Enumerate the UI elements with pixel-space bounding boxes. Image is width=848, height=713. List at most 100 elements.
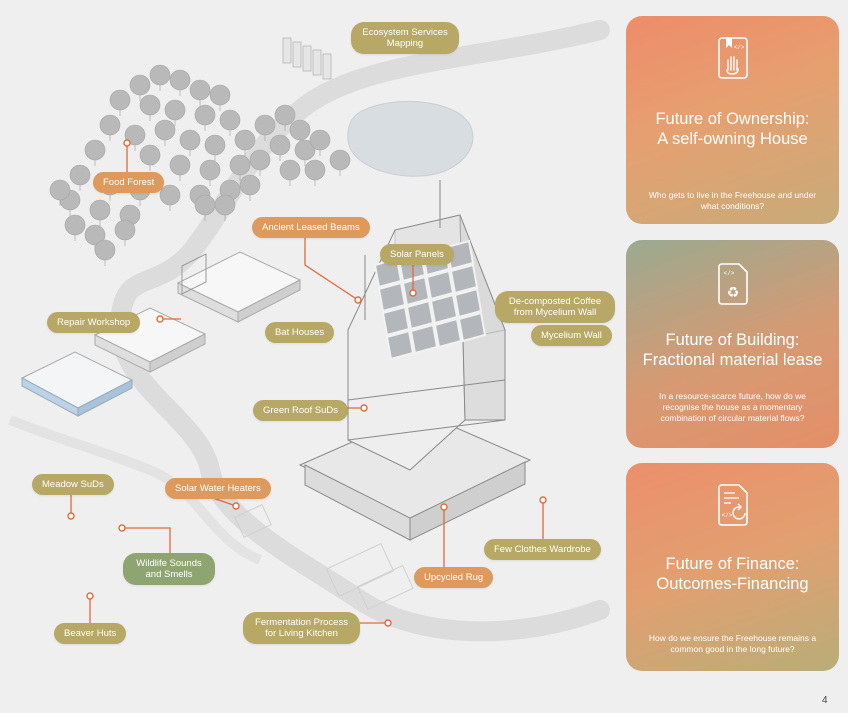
solar-panel bbox=[385, 329, 415, 361]
question-line: How do we ensure the Freehouse remains a bbox=[648, 633, 817, 643]
label-ecosystem-services-mapping: Ecosystem Services Mapping bbox=[351, 22, 459, 54]
freehouse-axonometric-illustration bbox=[8, 20, 610, 642]
card-title: Future of Building: bbox=[665, 331, 800, 349]
server-racks bbox=[282, 37, 332, 80]
tree-canopy bbox=[204, 134, 226, 156]
card-future-of-ownership: </> Future of Ownership: A self-owning H… bbox=[626, 16, 839, 224]
page-number: 4 bbox=[822, 695, 828, 706]
tree-canopy bbox=[239, 174, 261, 196]
card-question: In a resource-scarce future, how do we r… bbox=[644, 391, 821, 424]
card-subtitle: Outcomes-Financing bbox=[656, 575, 809, 593]
tree-canopy bbox=[169, 69, 191, 91]
label-fermentation-process: Fermentation Process for Living Kitchen bbox=[243, 612, 360, 644]
solar-panel bbox=[381, 305, 411, 337]
label-line: from Mycelium Wall bbox=[513, 307, 597, 318]
tree-canopy bbox=[209, 84, 231, 106]
card-subtitle: Fractional material lease bbox=[642, 351, 823, 369]
tree-canopy bbox=[139, 94, 161, 116]
repair-workshop-platform bbox=[176, 251, 302, 323]
question-line: Who gets to live in the Freehouse and un… bbox=[648, 190, 817, 200]
tree-canopy bbox=[149, 64, 171, 86]
question-line: what conditions? bbox=[700, 201, 765, 211]
winding-path-left bbox=[8, 415, 262, 565]
refresh-document-icon: </> bbox=[718, 484, 748, 526]
question-line: common good in the long future? bbox=[670, 644, 795, 654]
tree-canopy bbox=[139, 144, 161, 166]
card-future-of-building: </> ♻ Future of Building: Fractional mat… bbox=[626, 240, 839, 448]
svg-text:</>: </> bbox=[724, 270, 735, 277]
tree-canopy bbox=[99, 114, 121, 136]
tree-canopy bbox=[94, 239, 116, 261]
svg-text:♻: ♻ bbox=[727, 285, 740, 301]
label-line: Ecosystem Services bbox=[362, 27, 448, 38]
question-line: In a resource-scarce future, how do we bbox=[659, 391, 806, 401]
label-line: Wildlife Sounds bbox=[136, 558, 202, 569]
recycle-document-icon: </> ♻ bbox=[718, 263, 748, 305]
tree-canopy bbox=[129, 74, 151, 96]
tree-canopy bbox=[114, 219, 136, 241]
tree-canopy bbox=[309, 129, 331, 151]
tree-canopy bbox=[49, 179, 71, 201]
tree-canopy bbox=[169, 154, 191, 176]
tree-canopy bbox=[329, 149, 351, 171]
tree-canopy bbox=[234, 129, 256, 151]
label-ancient-leased-beams: Ancient Leased Beams bbox=[252, 217, 370, 238]
card-subtitle: A self-owning House bbox=[657, 130, 808, 148]
label-bat-houses: Bat Houses bbox=[265, 322, 335, 343]
pond bbox=[347, 100, 474, 177]
label-decomposted-coffee: De-composted Coffee from Mycelium Wall bbox=[495, 291, 615, 323]
tree-canopy bbox=[64, 214, 86, 236]
tree-canopy bbox=[199, 159, 221, 181]
svg-text:</>: </> bbox=[722, 512, 733, 519]
label-line: Fermentation Process bbox=[255, 617, 348, 628]
label-upcycled-rug: Upcycled Rug bbox=[414, 567, 494, 588]
tree-canopy bbox=[69, 164, 91, 186]
solar-panel bbox=[377, 281, 407, 313]
forest bbox=[49, 64, 351, 266]
tree-canopy bbox=[84, 139, 106, 161]
card-title: Future of Ownership: bbox=[655, 110, 810, 128]
card-title: Future of Finance: bbox=[665, 555, 800, 573]
tree-canopy bbox=[164, 99, 186, 121]
tree-canopy bbox=[194, 104, 216, 126]
label-solar-panels: Solar Panels bbox=[380, 244, 454, 265]
solar-panel-array bbox=[373, 239, 487, 361]
tree-canopy bbox=[219, 109, 241, 131]
tree-canopy bbox=[154, 119, 176, 141]
solar-panel bbox=[433, 317, 463, 349]
label-wildlife-sounds: Wildlife Sounds and Smells bbox=[123, 553, 215, 585]
label-line: De-composted Coffee bbox=[508, 296, 602, 307]
label-food-forest: Food Forest bbox=[93, 172, 165, 193]
solar-panel bbox=[453, 287, 483, 319]
svg-text:</>: </> bbox=[734, 44, 745, 51]
tree-canopy bbox=[214, 194, 236, 216]
solar-panel bbox=[409, 323, 439, 355]
label-few-clothes-wardrobe: Few Clothes Wardrobe bbox=[484, 539, 601, 560]
label-meadow-suds: Meadow SuDs bbox=[32, 474, 114, 495]
tree-canopy bbox=[194, 194, 216, 216]
garden-beds bbox=[234, 504, 414, 611]
label-line: Mapping bbox=[386, 38, 424, 49]
label-mycelium-wall: Mycelium Wall bbox=[531, 325, 612, 346]
tree-canopy bbox=[109, 89, 131, 111]
tree-canopy bbox=[254, 114, 276, 136]
label-line: for Living Kitchen bbox=[265, 628, 338, 639]
tree-canopy bbox=[279, 159, 301, 181]
tree-canopy bbox=[229, 154, 251, 176]
solar-panel bbox=[429, 293, 459, 325]
question-line: combination of circular material flows? bbox=[660, 413, 805, 423]
leader-dots bbox=[67, 139, 547, 627]
solar-panel bbox=[449, 263, 479, 295]
label-solar-water-heaters: Solar Water Heaters bbox=[165, 478, 271, 499]
label-beaver-huts: Beaver Huts bbox=[54, 623, 127, 644]
solar-panel bbox=[405, 299, 435, 331]
tree-canopy bbox=[159, 184, 181, 206]
card-future-of-finance: </> Future of Finance: Outcomes-Financin… bbox=[626, 463, 839, 671]
question-line: recognise the house as a momentary bbox=[662, 402, 803, 412]
tree-canopy bbox=[189, 79, 211, 101]
tree-canopy bbox=[249, 149, 271, 171]
tree-canopy bbox=[179, 129, 201, 151]
tree-canopy bbox=[269, 134, 291, 156]
tree-canopy bbox=[89, 199, 111, 221]
label-green-roof-suds: Green Roof SuDs bbox=[253, 400, 348, 421]
